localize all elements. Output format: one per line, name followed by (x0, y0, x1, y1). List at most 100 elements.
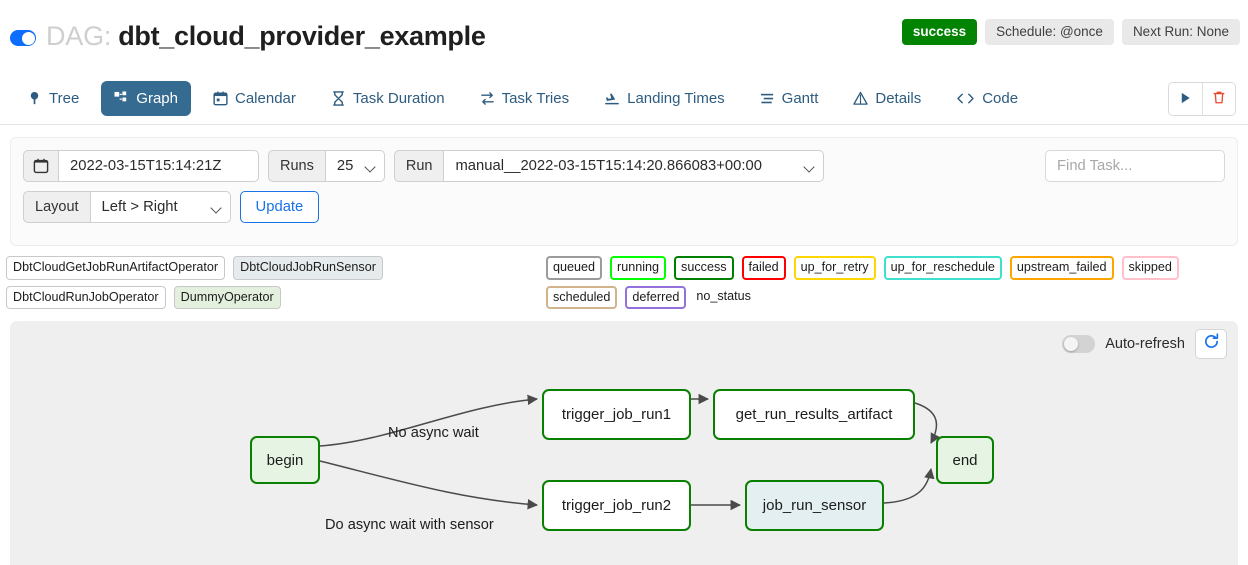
state-chip-failed[interactable]: failed (741, 256, 786, 280)
calendar-icon (213, 91, 228, 106)
tab-label: Tree (49, 89, 80, 107)
dag-prefix-label: DAG: (46, 20, 112, 51)
task-node-trigger-job-run1[interactable]: trigger_job_run1 (542, 389, 691, 441)
task-node-label: get_run_results_artifact (735, 406, 893, 424)
filter-row-top: 2022-03-15T15:14:21Z Runs 25 Run manual_… (23, 150, 1225, 182)
operator-chip[interactable]: DummyOperator (173, 285, 281, 310)
task-node-get-run-results-artifact[interactable]: get_run_results_artifact (713, 389, 915, 441)
task-node-trigger-job-run2[interactable]: trigger_job_run2 (542, 480, 691, 532)
tab-code[interactable]: Code (943, 81, 1031, 116)
edge-label-do-async-wait: Do async wait with sensor (325, 517, 494, 534)
retry-icon (480, 91, 495, 106)
page-header: DAG: dbt_cloud_provider_example success … (0, 0, 1248, 72)
dag-edges (319, 393, 941, 511)
state-chip-running[interactable]: running (610, 256, 667, 280)
state-legend: queued running success failed up_for_ret… (546, 256, 1242, 310)
tab-label: Task Duration (352, 89, 445, 107)
operator-chip[interactable]: DbtCloudGetJobRunArtifactOperator (6, 256, 226, 280)
state-chip-queued[interactable]: queued (546, 256, 603, 280)
tab-label: Graph (136, 89, 178, 107)
layout-select[interactable]: Left > Right (90, 191, 231, 223)
state-chip-upstream-failed[interactable]: upstream_failed (1009, 256, 1114, 280)
legend-bar: DbtCloudGetJobRunArtifactOperator DbtClo… (0, 246, 1248, 317)
operator-chip[interactable]: DbtCloudRunJobOperator (6, 285, 166, 310)
header-badges: success Schedule: @once Next Run: None (901, 19, 1240, 45)
task-node-begin[interactable]: begin (250, 436, 320, 485)
tab-label: Code (982, 89, 1019, 107)
operator-chip[interactable]: DbtCloudJobRunSensor (233, 256, 383, 280)
runs-label: Runs (268, 150, 326, 182)
task-node-label: trigger_job_run1 (561, 406, 672, 424)
hourglass-icon (331, 90, 346, 106)
task-node-label: end (952, 451, 978, 469)
page-title: dbt_cloud_provider_example (118, 20, 486, 51)
state-chip-no-status: no_status (696, 288, 751, 303)
layout-group: Layout Left > Right (23, 191, 231, 223)
graph-icon (114, 90, 129, 106)
find-task-input[interactable] (1045, 150, 1225, 182)
runs-select[interactable]: 25 (325, 150, 385, 182)
state-chip-up-for-retry[interactable]: up_for_retry (793, 256, 876, 280)
run-select[interactable]: manual__2022-03-15T15:14:20.866083+00:00 (444, 150, 825, 182)
state-chip-up-for-reschedule[interactable]: up_for_reschedule (883, 256, 1002, 280)
tree-icon (27, 91, 42, 106)
state-chip-success[interactable]: success (674, 256, 734, 280)
refresh-icon (1203, 333, 1220, 355)
view-tabbar: Tree Graph Calendar Task Duration Task T… (0, 72, 1248, 125)
state-chip-scheduled[interactable]: scheduled (546, 285, 618, 310)
tab-landing-times[interactable]: Landing Times (591, 81, 738, 116)
state-chip-skipped[interactable]: skipped (1121, 256, 1179, 280)
trigger-dag-button[interactable] (1169, 83, 1202, 115)
play-icon (1179, 91, 1192, 108)
tab-task-duration[interactable]: Task Duration (318, 81, 458, 116)
execution-date-group: 2022-03-15T15:14:21Z (23, 150, 259, 182)
code-icon (956, 91, 975, 106)
update-button[interactable]: Update (239, 191, 320, 223)
task-node-label: trigger_job_run2 (561, 497, 672, 515)
auto-refresh-label: Auto-refresh (1105, 336, 1185, 353)
task-node-job-run-sensor[interactable]: job_run_sensor (745, 480, 884, 532)
filter-row-bottom: Layout Left > Right Update (23, 191, 1225, 223)
delete-dag-button[interactable] (1202, 83, 1235, 115)
tab-details[interactable]: Details (840, 81, 934, 116)
layout-label: Layout (23, 191, 91, 223)
graph-toolbar: Auto-refresh (1062, 329, 1227, 360)
tab-graph[interactable]: Graph (101, 80, 191, 116)
tab-label: Calendar (235, 89, 296, 107)
gantt-icon (760, 91, 775, 106)
tab-label: Gantt (781, 89, 819, 107)
trash-icon (1212, 90, 1226, 108)
layout-select-wrap: Left > Right (90, 191, 231, 223)
tab-tree[interactable]: Tree (14, 81, 92, 116)
schedule-badge[interactable]: Schedule: @once (985, 19, 1114, 45)
next-run-badge: Next Run: None (1121, 19, 1240, 45)
tab-label: Landing Times (627, 89, 725, 107)
calendar-icon[interactable] (23, 150, 59, 182)
task-node-label: begin (266, 451, 304, 469)
run-group: Run manual__2022-03-15T15:14:20.866083+0… (393, 150, 825, 182)
auto-refresh-toggle[interactable] (1062, 335, 1096, 354)
filter-panel: 2022-03-15T15:14:21Z Runs 25 Run manual_… (10, 137, 1238, 246)
tab-task-tries[interactable]: Task Tries (467, 81, 583, 116)
run-label: Run (393, 150, 445, 182)
run-select-wrap: manual__2022-03-15T15:14:20.866083+00:00 (444, 150, 825, 182)
runs-group: Runs 25 (268, 150, 385, 182)
operator-legend: DbtCloudGetJobRunArtifactOperator DbtClo… (6, 256, 546, 310)
edge-label-no-async-wait: No async wait (388, 425, 479, 442)
landing-icon (604, 91, 620, 106)
tab-label: Task Tries (501, 89, 570, 107)
task-node-end[interactable]: end (936, 436, 994, 485)
status-badge: success (901, 19, 978, 45)
execution-date-input[interactable]: 2022-03-15T15:14:21Z (59, 150, 259, 182)
runs-select-wrap: 25 (325, 150, 385, 182)
tab-gantt[interactable]: Gantt (747, 81, 832, 116)
refresh-button[interactable] (1195, 329, 1227, 360)
triangle-icon (853, 91, 869, 106)
task-node-label: job_run_sensor (762, 497, 867, 515)
tab-label: Details (875, 89, 922, 107)
tab-calendar[interactable]: Calendar (200, 81, 309, 116)
dag-action-buttons (1168, 82, 1236, 116)
state-chip-deferred[interactable]: deferred (625, 285, 687, 310)
dag-pause-toggle[interactable] (10, 30, 36, 46)
dag-graph-canvas[interactable]: Auto-refresh begin (10, 321, 1238, 565)
